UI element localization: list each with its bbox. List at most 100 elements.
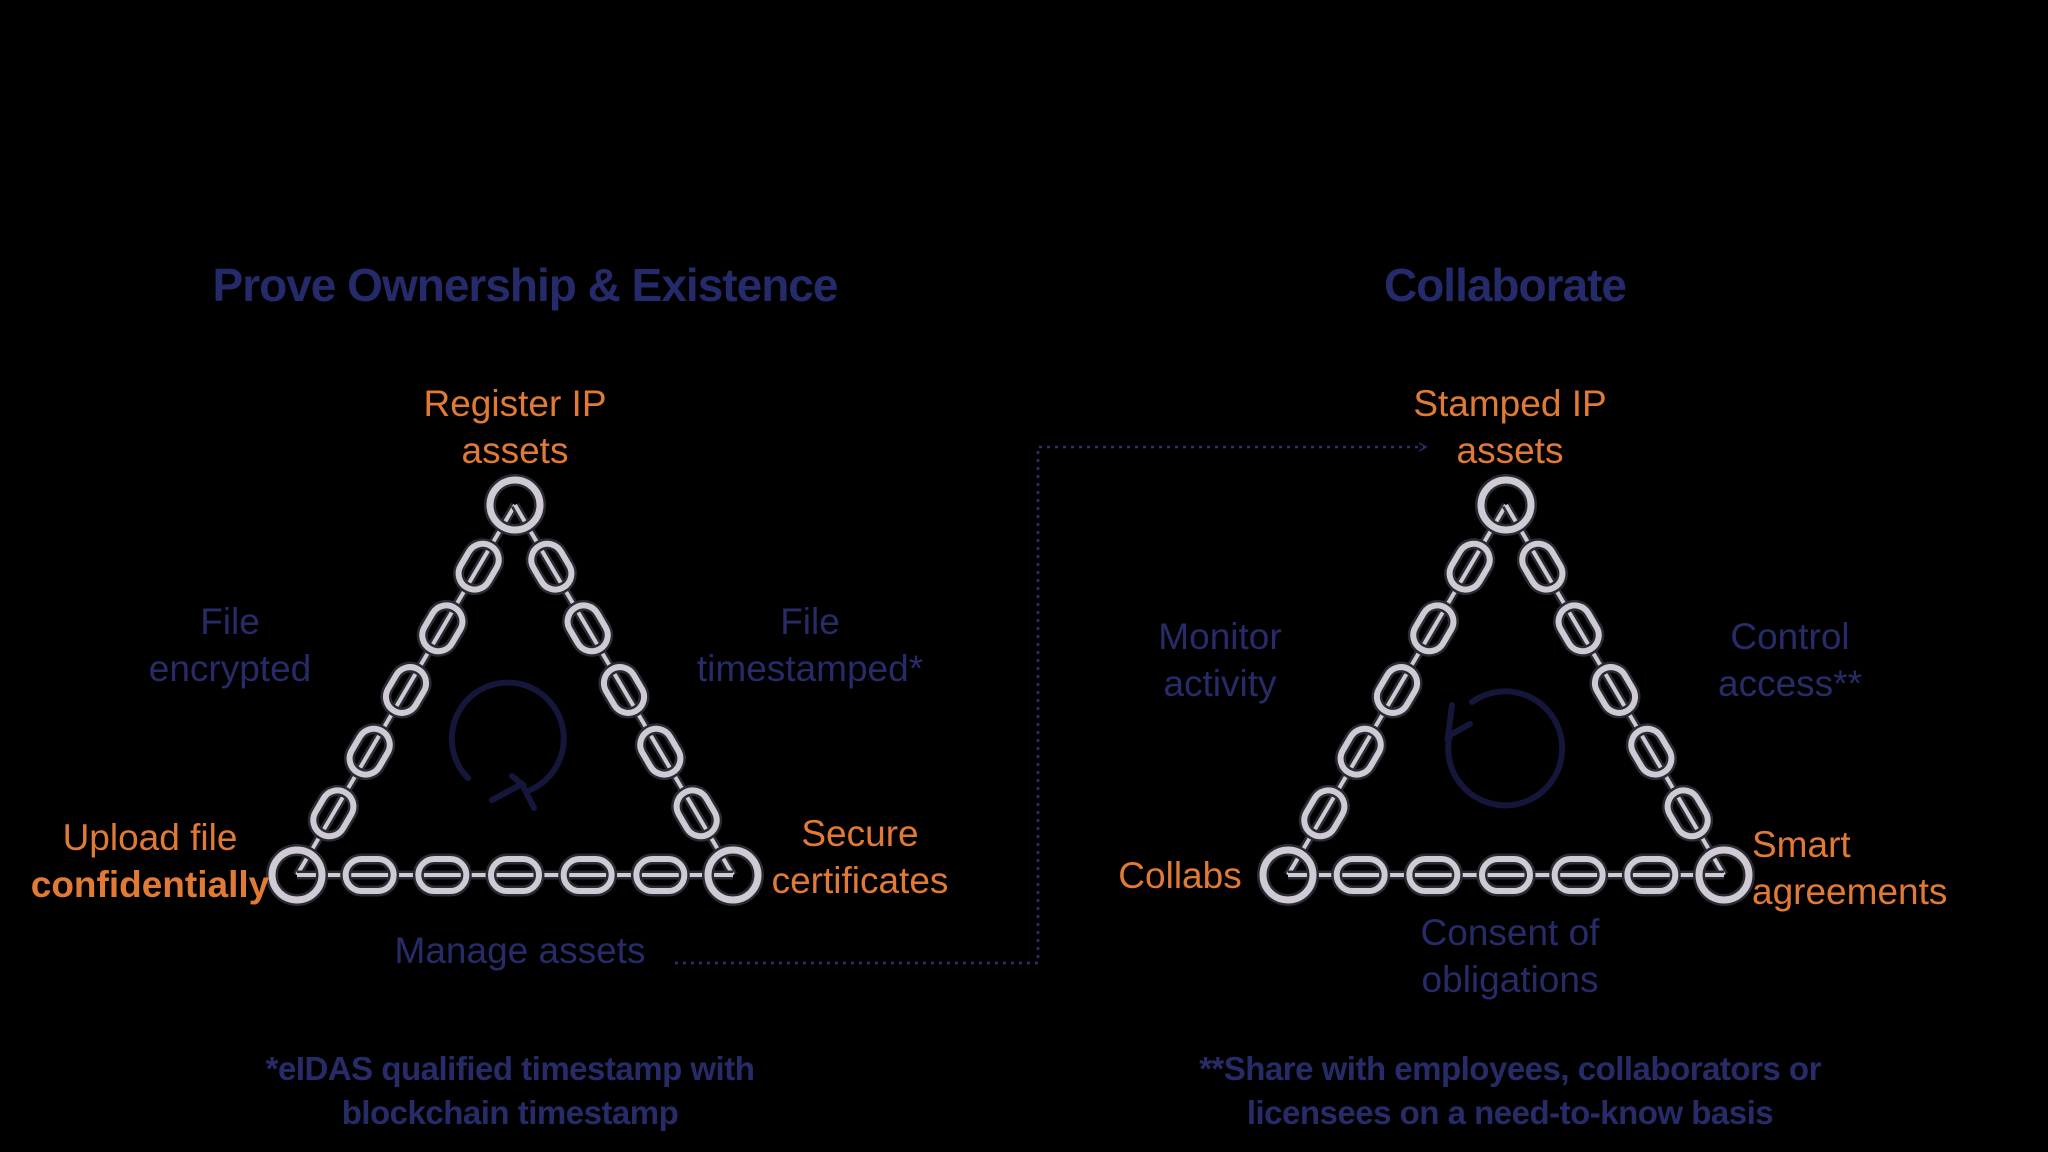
chain-link-body — [1333, 856, 1388, 894]
chain-link — [307, 784, 359, 842]
left-bottom-left-vertex-label: Upload file confidentially — [15, 814, 285, 908]
right-bottom-side-label: Consent of obligations — [1375, 909, 1645, 1003]
chain-link-body — [455, 540, 502, 593]
label-line: encrypted — [148, 648, 312, 689]
chain-link — [1553, 599, 1605, 657]
chain-link-body — [1446, 540, 1493, 593]
chain-wire — [513, 503, 735, 877]
chain-link-body — [1301, 787, 1348, 840]
chain-link-body — [1664, 787, 1711, 840]
chain-link-body — [528, 540, 575, 593]
chain-triangle-left — [266, 474, 764, 906]
chain-link — [1371, 661, 1423, 719]
label-line: Upload file — [62, 817, 238, 858]
chain-link — [634, 723, 686, 781]
chain-link — [1444, 538, 1496, 596]
chain-link-body — [560, 856, 615, 894]
chain-link — [1621, 853, 1681, 897]
chain-link — [671, 784, 723, 842]
chain-link-body — [382, 664, 430, 716]
chain-link-body — [342, 856, 397, 894]
footnote-line: licensees on a need-to-know basis — [1246, 1094, 1774, 1131]
label-line: certificates — [771, 860, 949, 901]
chain-ring — [1695, 846, 1753, 904]
chain-link — [1476, 853, 1536, 897]
chain-link — [1516, 538, 1568, 596]
chain-link — [340, 853, 400, 897]
chain-wire — [1286, 503, 1508, 877]
chain-link — [1549, 853, 1609, 897]
chain-ring — [486, 476, 544, 534]
chain-link-body — [1479, 856, 1533, 894]
footnote-line: *eIDAS qualified timestamp with — [265, 1050, 755, 1087]
chain-link — [1589, 661, 1641, 719]
chain-link-body — [488, 856, 542, 894]
label-line: Control — [1730, 616, 1850, 657]
chain-link-body — [633, 856, 688, 894]
chain-link-body — [1410, 602, 1457, 655]
chain-ring — [1259, 846, 1317, 904]
right-section-title: Collaborate — [1383, 259, 1627, 311]
label-line: obligations — [1421, 959, 1599, 1000]
chain-link — [598, 661, 650, 719]
chain-link — [558, 853, 618, 897]
right-footnote: **Share with employees, collaborators or… — [1120, 1047, 1900, 1135]
footnote-line: blockchain timestamp — [341, 1094, 679, 1131]
label-line: Secure — [801, 813, 919, 854]
counterclockwise-cycle-arrow-icon — [1444, 688, 1566, 809]
chain-link-body — [564, 602, 611, 655]
left-footnote: *eIDAS qualified timestamp with blockcha… — [180, 1047, 840, 1135]
chain-link — [1662, 784, 1714, 842]
chain-link — [1407, 599, 1459, 657]
right-bottom-left-vertex-label: Collabs — [1118, 855, 1242, 896]
label-line: access** — [1718, 663, 1862, 704]
chain-link-body — [673, 787, 720, 840]
chain-ring — [268, 846, 326, 904]
chain-link — [1331, 853, 1391, 897]
clockwise-cycle-arrow-icon — [448, 679, 567, 811]
label-line: File — [200, 601, 260, 642]
label-line: Register IP — [423, 383, 607, 424]
left-right-side-label: File timestamped* — [680, 598, 940, 692]
label-line: Consent of — [1420, 912, 1600, 953]
label-line: Stamped IP — [1413, 383, 1607, 424]
right-left-side-label: Monitor activity — [1110, 613, 1330, 707]
left-top-vertex-label: Register IP assets — [365, 380, 665, 474]
left-bottom-right-vertex-label: Secure certificates — [740, 810, 980, 904]
chain-link — [525, 538, 577, 596]
chain-link — [1625, 723, 1677, 781]
chain-link — [485, 853, 545, 897]
label-line: assets — [1456, 430, 1564, 471]
chain-link-body — [415, 856, 470, 894]
chain-link-body — [346, 725, 393, 778]
right-bottom-right-vertex-label: Smart agreements — [1752, 821, 1974, 915]
chain-link-body — [1337, 725, 1384, 778]
label-line: Smart — [1752, 824, 1851, 865]
left-section-title: Prove Ownership & Existence — [212, 259, 839, 311]
chain-link-body — [600, 664, 648, 716]
chain-link-body — [419, 602, 466, 655]
chain-link — [1298, 784, 1350, 842]
chain-ring — [1477, 476, 1535, 534]
chain-link-body — [1591, 664, 1639, 716]
chain-link — [412, 853, 472, 897]
chain-link — [562, 599, 614, 657]
chain-link — [380, 661, 432, 719]
left-left-side-label: File encrypted — [110, 598, 350, 692]
chain-wire — [295, 503, 517, 877]
chain-link-body — [1555, 602, 1602, 655]
chain-triangle-right — [1257, 474, 1755, 906]
chain-wire — [1504, 503, 1726, 877]
left-bottom-side-label: Manage assets — [394, 930, 646, 971]
dotted-arrow-connector-icon — [675, 442, 1428, 965]
label-line-bold: confidentially — [30, 864, 270, 905]
chain-link-body — [1519, 540, 1566, 593]
label-line: Monitor — [1158, 616, 1282, 657]
label-line: timestamped* — [696, 648, 924, 689]
label-line: assets — [461, 430, 569, 471]
chain-ring — [704, 846, 762, 904]
chain-link — [453, 538, 505, 596]
right-top-vertex-label: Stamped IP assets — [1360, 380, 1660, 474]
chain-link-body — [1551, 856, 1606, 894]
